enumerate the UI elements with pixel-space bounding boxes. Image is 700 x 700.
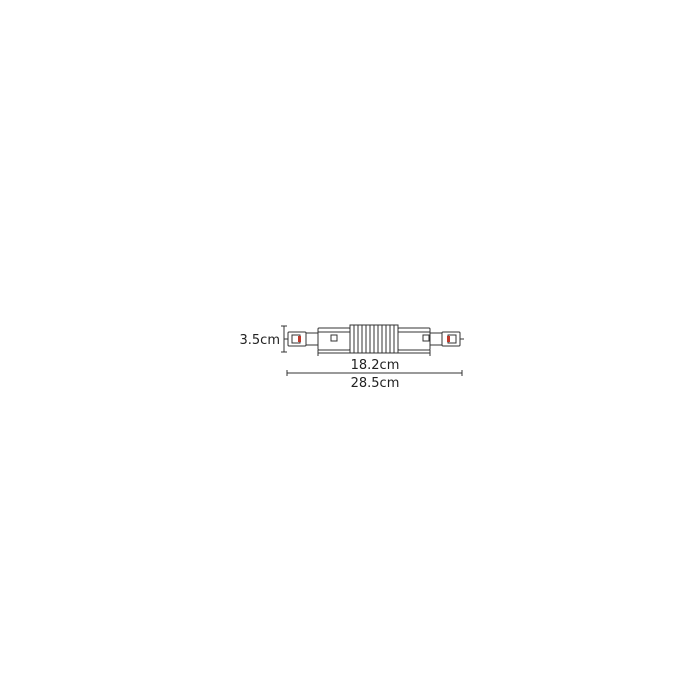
right-housing	[397, 327, 431, 351]
left-housing	[317, 327, 351, 351]
left-end-plug	[284, 331, 319, 347]
right-end-plug	[429, 331, 464, 347]
flexible-bellows	[349, 324, 399, 354]
height-dimension	[281, 325, 287, 353]
inner-length-dimension	[317, 350, 431, 356]
inner-length-label: 18.2cm	[351, 358, 400, 373]
height-label: 3.5cm	[240, 333, 281, 348]
total-length-dimension	[286, 370, 463, 376]
flexible-connector	[284, 324, 464, 354]
total-length-label: 28.5cm	[351, 376, 400, 391]
